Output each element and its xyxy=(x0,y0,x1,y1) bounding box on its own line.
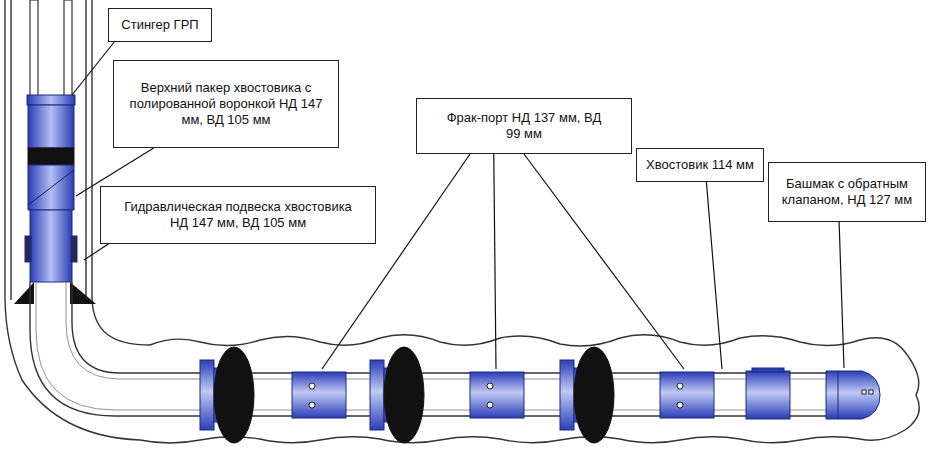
callout-text: Гидравлическая подвеска хвостовика НД 14… xyxy=(115,199,361,232)
casing xyxy=(5,0,92,300)
casing-shoe xyxy=(70,282,96,304)
leader-line xyxy=(84,244,108,260)
casing-shoe xyxy=(14,282,34,304)
callout-content: Стингер ГРП xyxy=(121,17,198,33)
callout-box: Хвостовик 114 мм xyxy=(636,148,764,182)
frac-port xyxy=(292,372,714,418)
callout-box: Фрак-порт НД 137 мм, ВД 99 мм xyxy=(416,98,632,154)
upper-packer xyxy=(27,95,75,210)
leader-line xyxy=(839,222,844,368)
callout-text: Хвостовик 114 мм xyxy=(646,157,754,173)
leader-line xyxy=(524,154,684,369)
open-hole xyxy=(5,300,919,443)
swell-packer xyxy=(200,347,614,443)
float-shoe xyxy=(826,371,880,419)
leader-line xyxy=(72,42,114,95)
leader-line xyxy=(706,182,722,369)
callout-box: Гидравлическая подвеска хвостовика НД 14… xyxy=(100,186,376,244)
callout-box: Башмак с обратным клапаном, НД 127 мм xyxy=(768,162,926,222)
callout-content: Верхний пакер хвостовика с полированной … xyxy=(126,80,326,129)
callout-box: Стингер ГРП xyxy=(108,8,212,42)
callout-content: Фрак-порт НД 137 мм, ВД 99 мм xyxy=(445,110,603,143)
callout-text: Верхний пакер хвостовика с полированной … xyxy=(126,80,326,129)
callout-content: Башмак с обратным клапаном, НД 127 мм xyxy=(777,176,917,209)
callout-content: Гидравлическая подвеска хвостовика НД 14… xyxy=(115,199,361,232)
frac-stinger xyxy=(30,0,72,98)
callout-text: Стингер ГРП xyxy=(121,17,198,33)
leader-line xyxy=(494,154,496,369)
callout-text: Фрак-порт НД 137 мм, ВД 99 мм xyxy=(445,110,603,143)
callout-box: Верхний пакер хвостовика с полированной … xyxy=(113,60,339,148)
liner-coupling xyxy=(746,368,790,419)
callout-content: Хвостовик 114 мм xyxy=(646,157,754,173)
callout-text: Башмак с обратным клапаном, НД 127 мм xyxy=(777,176,917,209)
liner-hanger xyxy=(25,210,77,282)
